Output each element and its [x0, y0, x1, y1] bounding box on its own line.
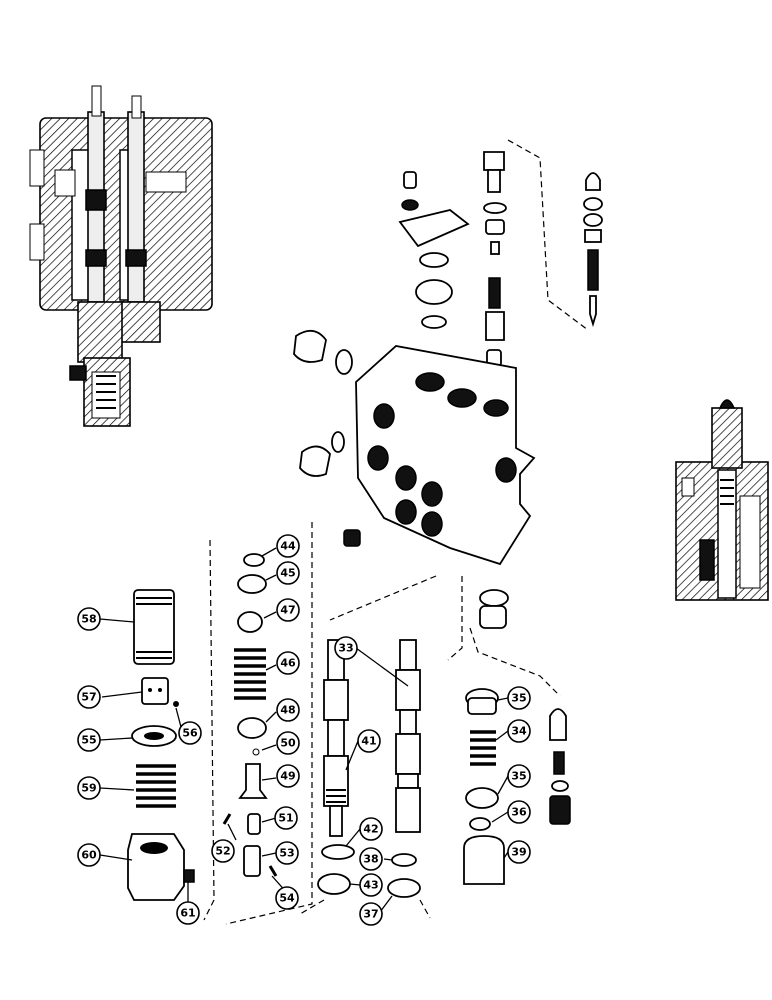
relief-valve-parts	[398, 139, 603, 367]
svg-text:44: 44	[280, 540, 296, 553]
svg-text:58: 58	[81, 613, 96, 626]
callout-41: 41	[357, 729, 381, 753]
left-parts-group	[127, 522, 313, 925]
svg-text:60: 60	[81, 849, 97, 862]
callout-34: 34	[507, 719, 531, 743]
callout-49: 49	[276, 764, 300, 788]
svg-text:34: 34	[511, 725, 527, 738]
svg-text:45: 45	[280, 567, 295, 580]
svg-text:55: 55	[81, 734, 96, 747]
svg-text:49: 49	[280, 770, 295, 783]
callout-39: 39	[507, 840, 531, 864]
callout-52: 52	[211, 839, 235, 863]
relief-valve-section-view	[675, 399, 769, 601]
svg-text:52: 52	[215, 845, 230, 858]
svg-text:38: 38	[363, 853, 378, 866]
callout-44: 44	[276, 534, 300, 558]
svg-text:57: 57	[81, 691, 96, 704]
svg-text:56: 56	[182, 727, 198, 740]
callout-61: 61	[176, 901, 200, 925]
callout-35-upper: 35	[507, 686, 531, 710]
callout-42: 42	[359, 817, 383, 841]
callout-54: 54	[275, 886, 299, 910]
callout-35-lower: 35	[507, 764, 531, 788]
svg-text:61: 61	[180, 907, 195, 920]
svg-text:41: 41	[361, 735, 376, 748]
callout-33: 33	[334, 636, 358, 660]
callout-43: 43	[359, 873, 383, 897]
callout-53: 53	[275, 841, 299, 865]
callout-45: 45	[276, 561, 300, 585]
callout-47: 47	[276, 598, 300, 622]
svg-text:37: 37	[363, 908, 378, 921]
callout-58: 58	[77, 607, 101, 631]
svg-text:51: 51	[278, 812, 293, 825]
callout-46: 46	[276, 651, 300, 675]
svg-text:50: 50	[280, 737, 296, 750]
callout-56: 56	[178, 721, 202, 745]
callout-37: 37	[359, 902, 383, 926]
svg-text:35: 35	[511, 770, 526, 783]
svg-text:53: 53	[279, 847, 294, 860]
callout-57: 57	[77, 685, 101, 709]
right-parts-group	[463, 688, 571, 885]
callout-51: 51	[274, 806, 298, 830]
svg-text:43: 43	[363, 879, 378, 892]
callout-48: 48	[276, 698, 300, 722]
svg-text:35: 35	[511, 692, 526, 705]
svg-text:42: 42	[363, 823, 378, 836]
svg-text:39: 39	[511, 846, 526, 859]
callout-59: 59	[77, 776, 101, 800]
svg-text:33: 33	[338, 642, 353, 655]
callout-50: 50	[276, 731, 300, 755]
callout-36: 36	[507, 800, 531, 824]
valve-body	[293, 330, 561, 697]
svg-text:59: 59	[81, 782, 96, 795]
svg-text:47: 47	[280, 604, 295, 617]
svg-text:48: 48	[280, 704, 295, 717]
leader-lines	[99, 547, 509, 913]
svg-text:36: 36	[511, 806, 527, 819]
callout-55: 55	[77, 728, 101, 752]
svg-text:46: 46	[280, 657, 296, 670]
callout-38: 38	[359, 847, 383, 871]
svg-text:54: 54	[279, 892, 295, 905]
valve-cross-section-view	[29, 85, 213, 427]
callout-60: 60	[77, 843, 101, 867]
